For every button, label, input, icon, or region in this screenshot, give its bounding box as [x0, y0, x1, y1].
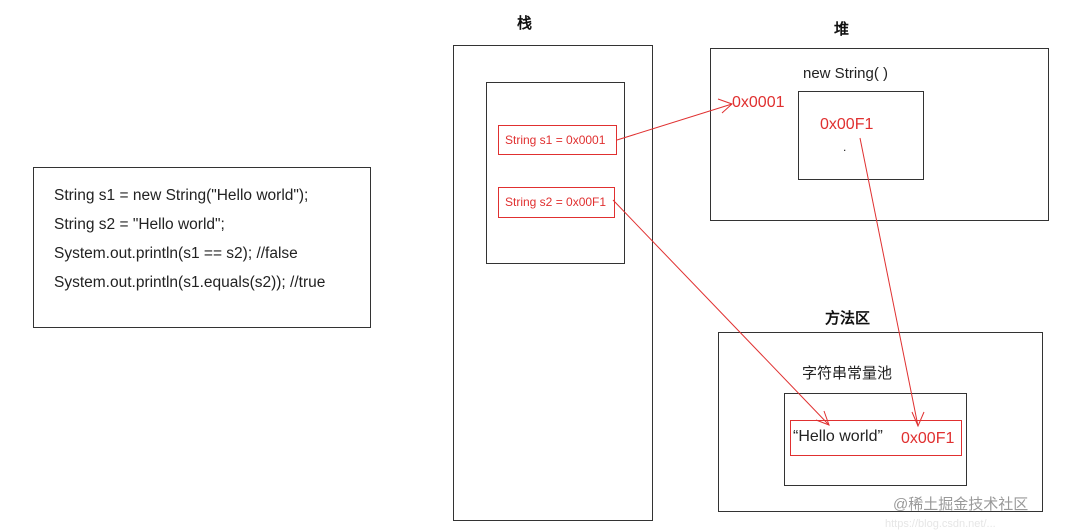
code-box: String s1 = new String("Hello world"); S… [33, 167, 371, 328]
arrow-s1-to-heap [616, 103, 733, 141]
heap-inner-dot: . [843, 140, 847, 154]
heap-object-address: 0x0001 [732, 94, 785, 111]
pool-entry: “Hello world” 0x00F1 [790, 420, 962, 456]
arrow-s2-to-pool-head [815, 410, 830, 426]
stack-frame [486, 82, 625, 264]
code-line-1: String s1 = new String("Hello world"); [54, 187, 309, 204]
string-pool [784, 393, 967, 486]
code-line-2: String s2 = "Hello world"; [54, 216, 225, 233]
watermark: @稀土掘金技术社区 [893, 496, 1029, 513]
heap-string-object [798, 91, 924, 180]
string-pool-label: 字符串常量池 [802, 365, 893, 382]
method-area-title: 方法区 [825, 310, 871, 327]
arrow-heap-to-pool-head [911, 411, 925, 428]
stack-var-s1-label: String s1 = 0x0001 [505, 133, 606, 147]
heap-object-label: new String( ) [803, 65, 889, 82]
code-line-4: System.out.println(s1.equals(s2)); //tru… [54, 274, 326, 291]
stack-var-s2-label: String s2 = 0x00F1 [505, 195, 607, 209]
stack-var-s2: String s2 = 0x00F1 [498, 187, 615, 218]
pool-literal-address: 0x00F1 [901, 430, 955, 447]
arrow-heap-to-pool [859, 137, 919, 427]
heap-title: 堆 [834, 21, 850, 38]
stack-title: 栈 [517, 15, 533, 32]
code-line-3: System.out.println(s1 == s2); //false [54, 245, 298, 262]
pool-literal: “Hello world” [793, 428, 883, 445]
arrow-s1-to-heap-head [717, 98, 733, 114]
arrow-s2-to-pool [612, 199, 830, 426]
heap-inner-address: 0x00F1 [820, 116, 874, 133]
watermark-url: https://blog.csdn.net/... [885, 518, 996, 530]
stack-var-s1: String s1 = 0x0001 [498, 125, 617, 155]
